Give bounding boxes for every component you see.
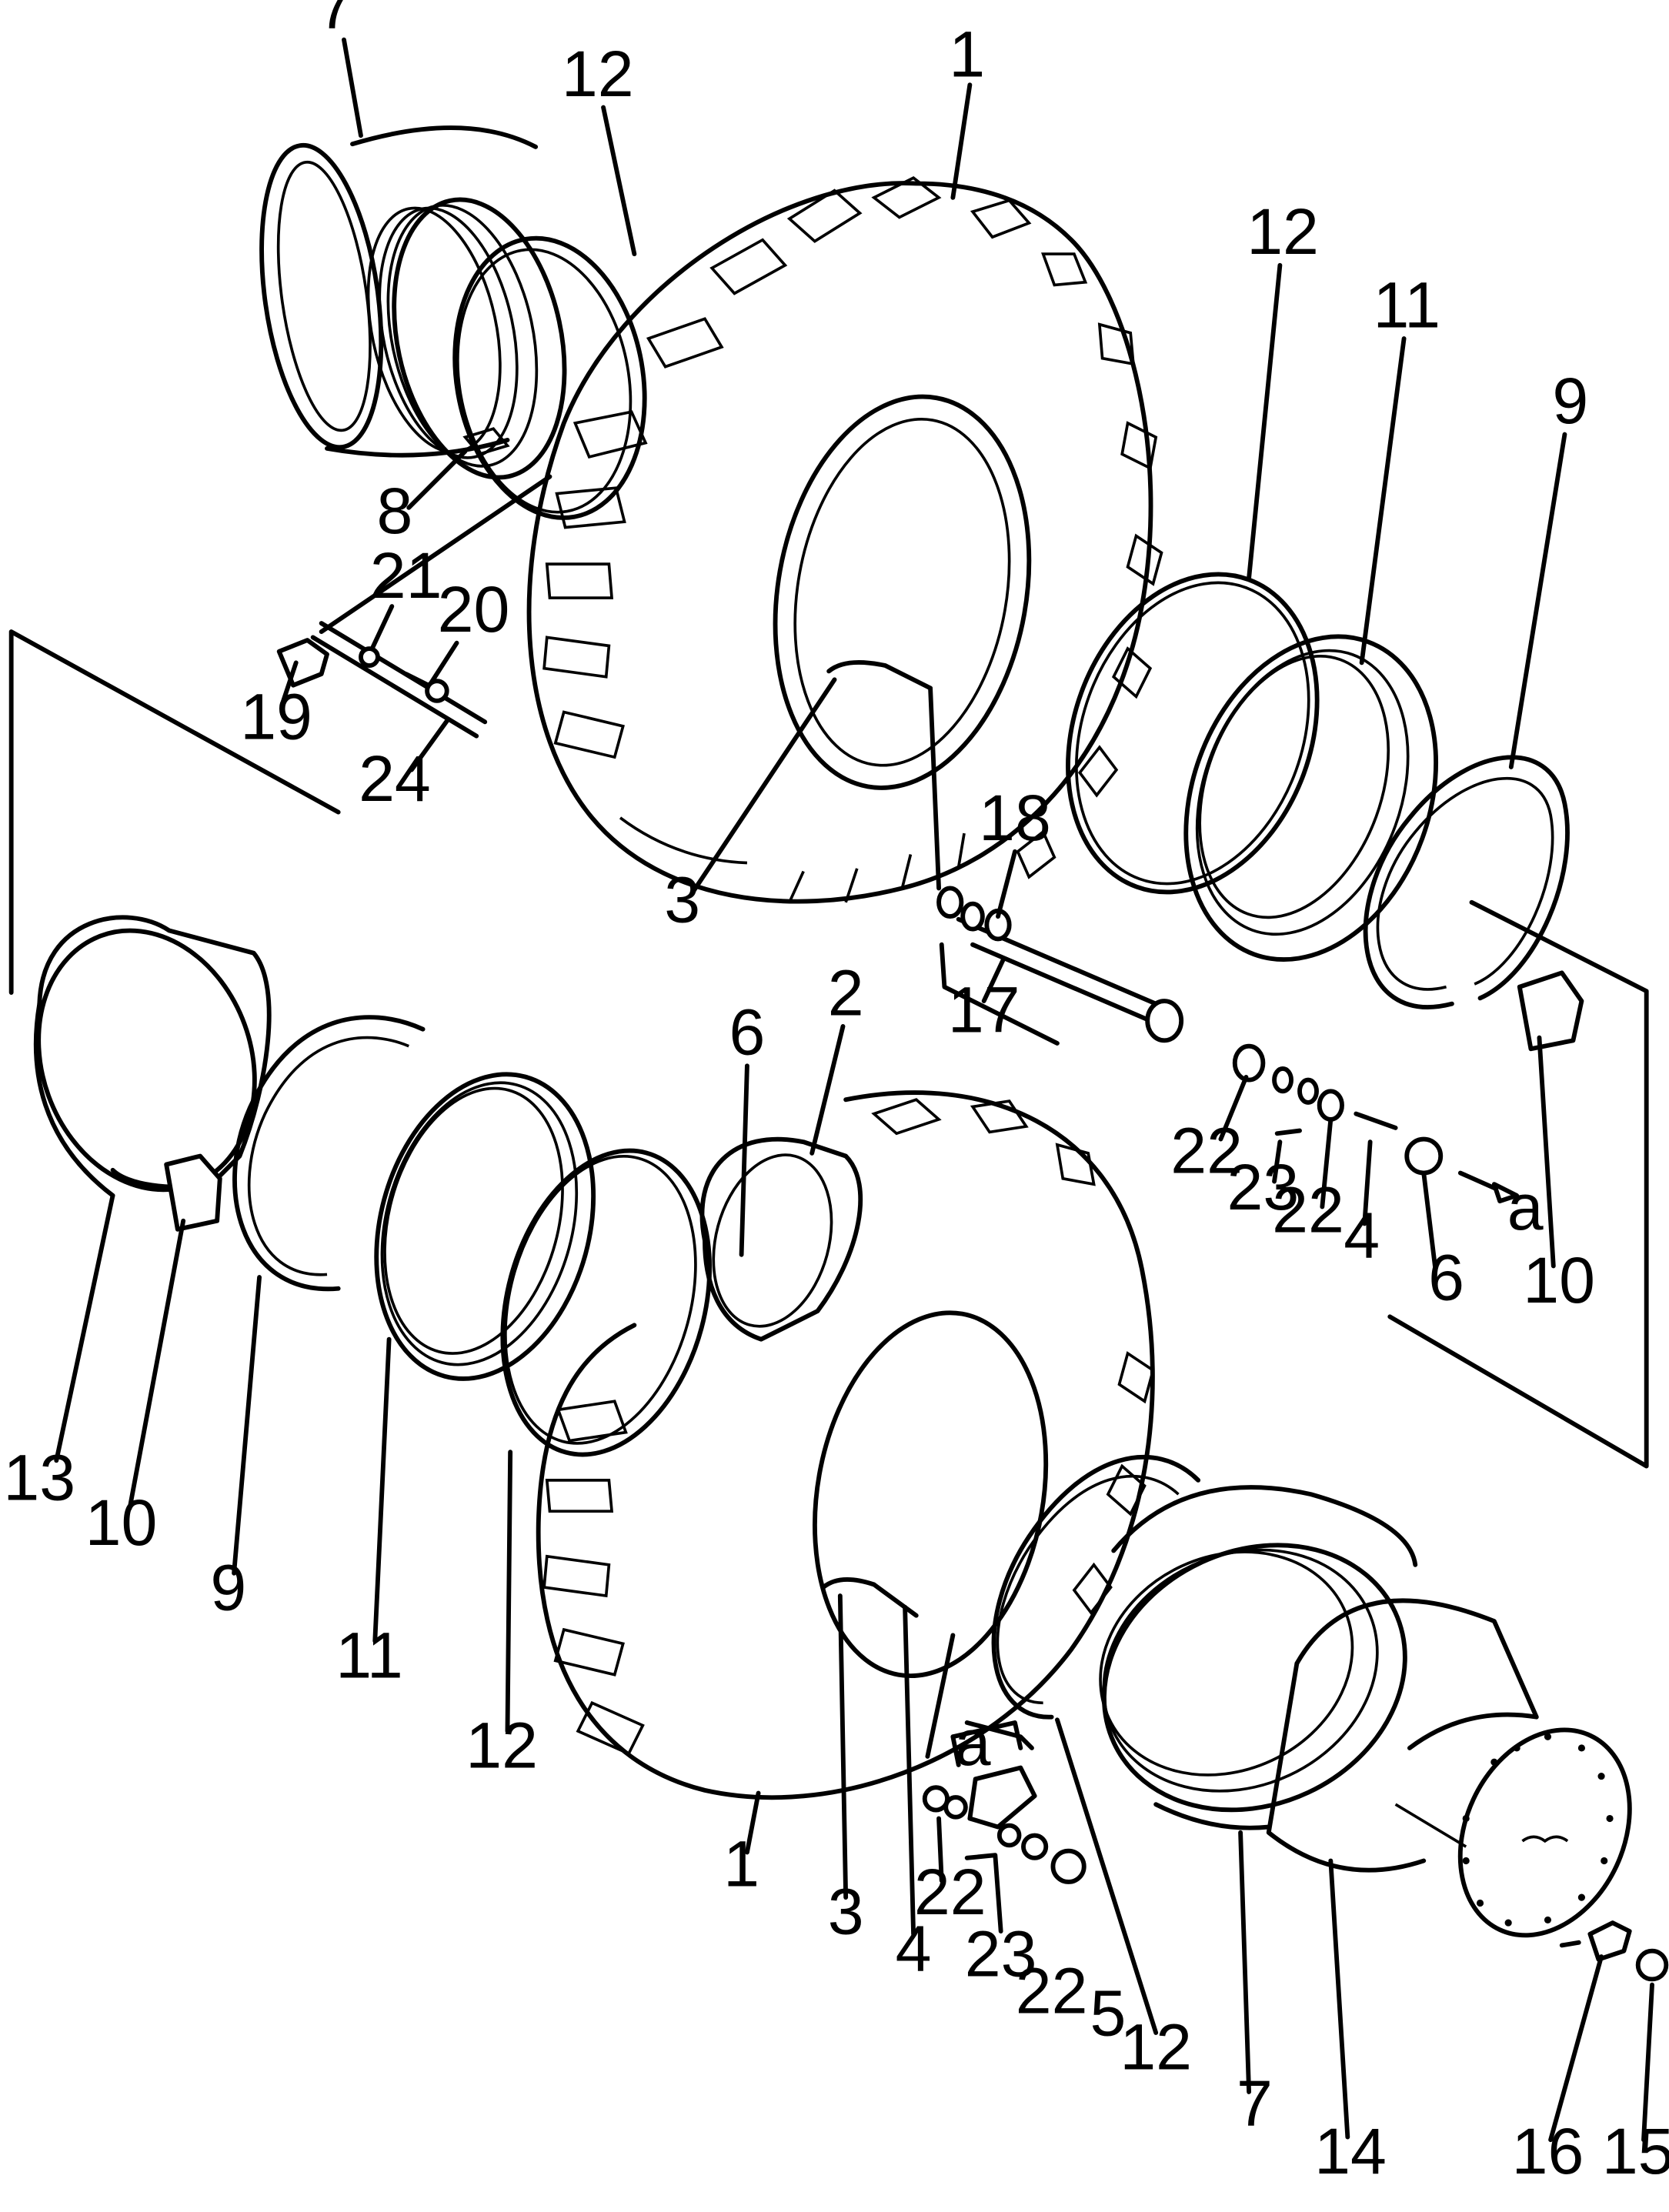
callout-label: 11 bbox=[1374, 269, 1440, 341]
callout-label: 21 bbox=[370, 539, 442, 612]
callout-label: 1 bbox=[723, 1827, 759, 1900]
upper-seal-ring-part-12 bbox=[1066, 572, 1320, 895]
callout-label: 12 bbox=[1120, 2011, 1192, 2084]
callout-label: a bbox=[1507, 1171, 1544, 1243]
stud-hardware bbox=[1559, 1920, 1669, 1982]
upper-lock-ring-part-9 bbox=[1363, 755, 1570, 1009]
callout-label: 15 bbox=[1602, 2115, 1669, 2187]
lower-lock-ring-part-12 bbox=[991, 1455, 1201, 1720]
inner-tube-part-2 bbox=[699, 1136, 863, 1342]
flange-band-part-14 bbox=[1266, 1598, 1539, 1873]
lower-clip-part-10 bbox=[164, 1153, 222, 1232]
callout-label: 22 bbox=[1272, 1173, 1344, 1246]
callout-label: 12 bbox=[466, 1710, 538, 1782]
upper-tire-part-1 bbox=[526, 176, 1163, 904]
callout-label: 7 bbox=[318, 0, 354, 42]
lower-tire-part-1 bbox=[536, 1090, 1155, 1800]
band-part-13 bbox=[33, 915, 272, 1198]
upper-side-ring-part-11 bbox=[1183, 634, 1439, 962]
callout-label: 23 bbox=[1227, 1151, 1300, 1223]
callout-label: 20 bbox=[438, 573, 510, 646]
callout-label: 16 bbox=[1512, 2115, 1584, 2187]
callout-label: 6 bbox=[729, 996, 765, 1069]
callout-label: 19 bbox=[240, 680, 312, 752]
callout-label: 10 bbox=[85, 1486, 158, 1559]
callout-label: 11 bbox=[335, 1619, 402, 1691]
lower-valve-stem bbox=[820, 1576, 1087, 1884]
callout-label: 2 bbox=[828, 956, 864, 1029]
lower-seal-ring-part-12 bbox=[500, 1148, 713, 1457]
callout-label: 17 bbox=[948, 973, 1020, 1046]
callout-label: 3 bbox=[664, 863, 700, 936]
upper-bracket-lines bbox=[8, 629, 1649, 1469]
lower-lock-ring-part-9 bbox=[232, 1015, 426, 1292]
upper-valve-stem-part-3 bbox=[826, 660, 941, 891]
upper-rim-part-7 bbox=[259, 125, 567, 480]
lower-rim-part-7 bbox=[1099, 1485, 1418, 1830]
callout-label: 4 bbox=[1344, 1199, 1380, 1271]
upper-lock-ring-part-12 bbox=[452, 235, 647, 520]
callout-label: 13 bbox=[3, 1442, 75, 1514]
lower-detail-a-bracket bbox=[950, 1720, 1023, 1767]
callout-label: 14 bbox=[1314, 2115, 1387, 2187]
callout-label: 22 bbox=[1016, 1954, 1088, 2027]
callout-label: 18 bbox=[979, 782, 1051, 854]
callout-label: 7 bbox=[1237, 2067, 1273, 2140]
callout-label: 10 bbox=[1523, 1244, 1595, 1316]
callout-label: 22 bbox=[1170, 1115, 1243, 1187]
callout-label: a bbox=[955, 1707, 991, 1779]
callout-label: 12 bbox=[1247, 195, 1319, 268]
callout-label: 8 bbox=[377, 475, 413, 547]
leader-lines bbox=[54, 37, 1654, 2143]
tube-flap-bolt-group bbox=[276, 427, 552, 739]
callout-label: 1 bbox=[949, 18, 985, 90]
callout-label: 9 bbox=[1552, 365, 1588, 437]
wheel-disc bbox=[1457, 1727, 1632, 1938]
callout-labels: 7 12 1 12 11 9 8 21 20 19 24 3 18 17 2 6… bbox=[3, 0, 1669, 2187]
lower-side-ring-part-11 bbox=[374, 1072, 596, 1381]
callout-label: 22 bbox=[914, 1856, 986, 1928]
callout-label: 9 bbox=[210, 1551, 246, 1623]
callout-label: 24 bbox=[359, 742, 431, 815]
callout-label: 5 bbox=[1090, 1977, 1126, 2050]
callout-label: 12 bbox=[562, 38, 634, 110]
